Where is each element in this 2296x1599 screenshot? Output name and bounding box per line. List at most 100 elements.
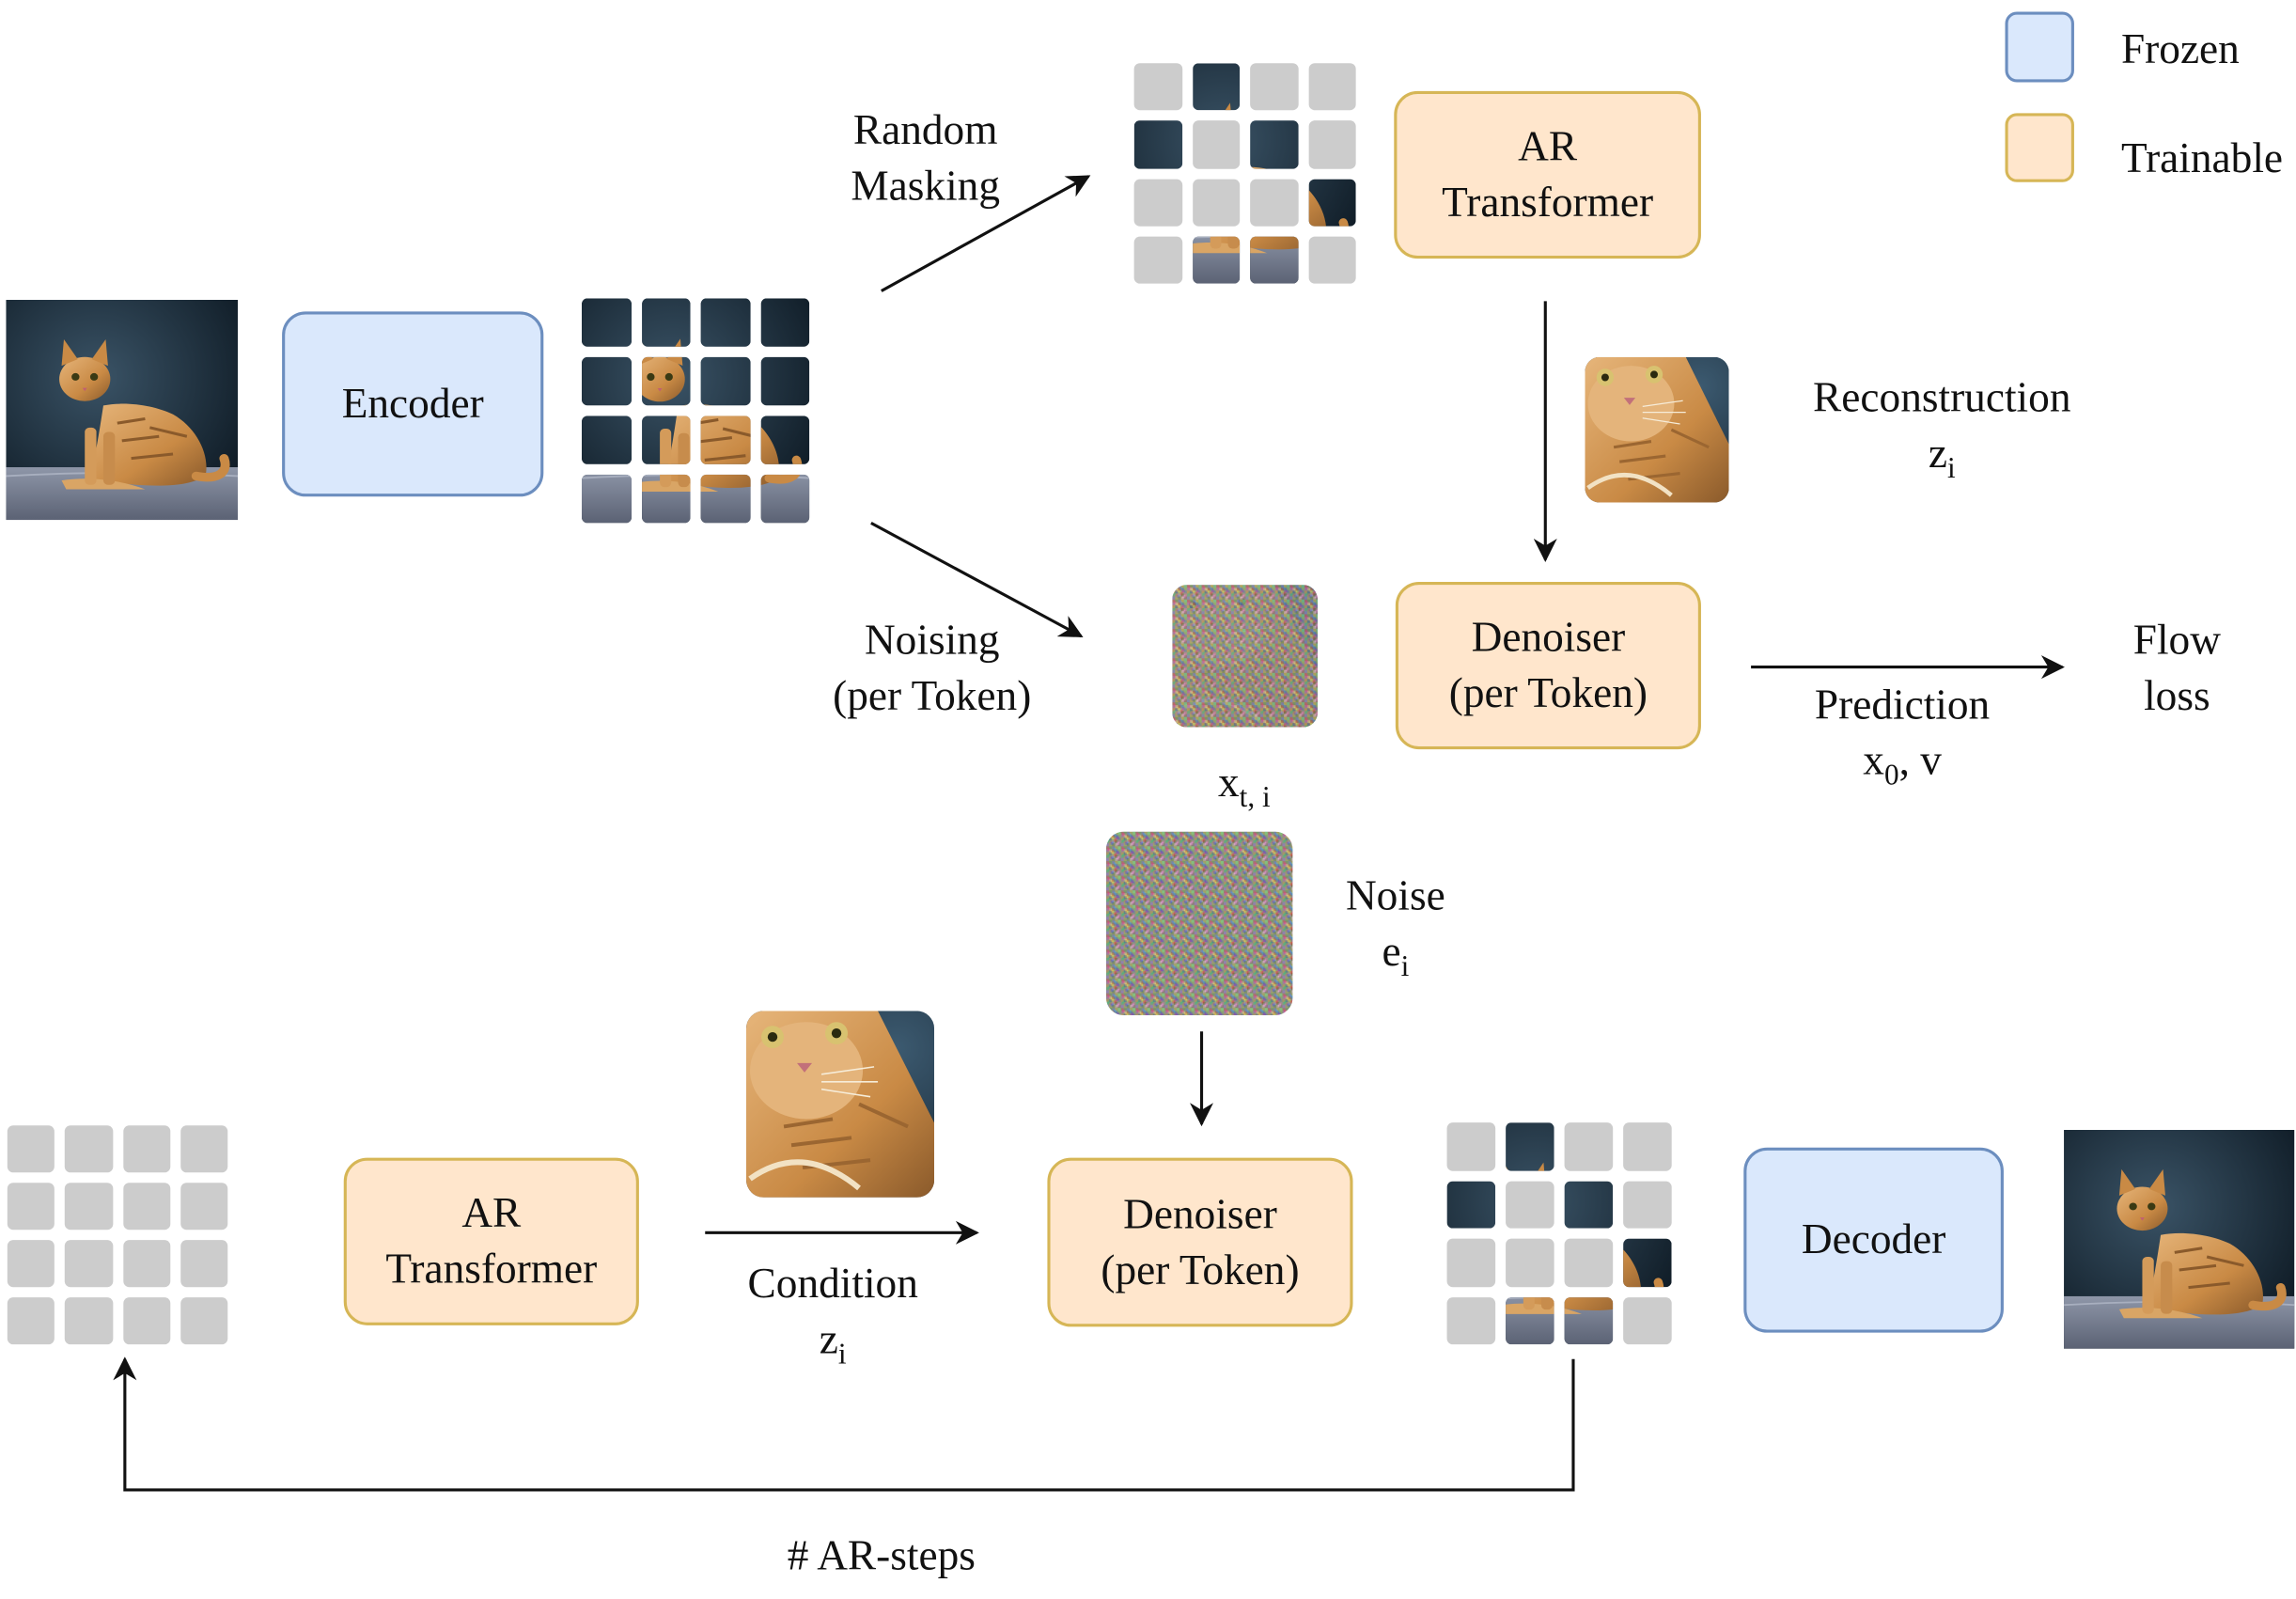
masked-token — [1564, 1122, 1614, 1170]
masked-token — [1192, 120, 1241, 168]
image-token — [641, 298, 690, 347]
ar-transformer-inference-label-line2: Transformer — [385, 1246, 598, 1293]
image-token — [760, 298, 809, 347]
ar-transformer-block-inference: AR Transformer — [343, 1157, 639, 1325]
masked-token — [1307, 63, 1356, 111]
image-token — [641, 357, 690, 406]
ar-transformer-label-line2: Transformer — [1442, 179, 1654, 227]
image-token — [1250, 121, 1298, 168]
masked-token — [1564, 1238, 1614, 1287]
masked-token — [122, 1183, 170, 1231]
image-token — [1308, 179, 1356, 226]
ar-transformer-block-training: AR Transformer — [1394, 90, 1701, 259]
masked-token — [180, 1183, 228, 1231]
ar-steps-loop-arrow — [113, 1356, 1575, 1492]
empty-token-grid — [7, 1125, 228, 1345]
masked-token — [65, 1183, 113, 1231]
masked-token — [1446, 1122, 1496, 1170]
denoiser-label-line2: (per Token) — [1448, 669, 1648, 717]
masked-token — [7, 1240, 55, 1288]
condition-label: Condition zi — [747, 1261, 918, 1372]
image-token — [582, 475, 631, 524]
masked-token — [1623, 1180, 1672, 1229]
encoded-token-grid — [582, 298, 809, 523]
condition-image — [746, 1011, 934, 1198]
encoder-label: Encoder — [341, 380, 484, 428]
masked-token — [7, 1125, 55, 1173]
masked-token — [1250, 63, 1298, 111]
image-token — [641, 475, 690, 524]
masked-token — [1506, 1238, 1554, 1287]
masked-token — [122, 1240, 170, 1288]
masked-token — [1192, 178, 1241, 227]
masked-token — [122, 1297, 170, 1345]
image-token — [582, 415, 631, 464]
masked-token — [1133, 178, 1182, 227]
output-cat-image — [2064, 1130, 2294, 1349]
prediction-label: Prediction x0, v — [1814, 682, 1991, 792]
masked-token-grid — [1133, 63, 1356, 284]
flow-loss-label: Flow loss — [2132, 617, 2221, 720]
masked-token — [122, 1125, 170, 1173]
legend-trainable-swatch — [2005, 113, 2074, 182]
decoder-label: Decoder — [1801, 1216, 1946, 1264]
masked-token — [1307, 236, 1356, 284]
image-token — [1565, 1296, 1614, 1344]
image-token — [1565, 1181, 1614, 1229]
legend-frozen-swatch — [2005, 11, 2074, 83]
image-token — [582, 357, 631, 406]
masked-token — [1623, 1296, 1672, 1345]
masked-token — [7, 1183, 55, 1231]
legend-trainable-label: Trainable — [2120, 134, 2284, 182]
random-masking-arrow — [881, 175, 1091, 292]
image-token — [701, 415, 750, 464]
ar-transformer-label-line1: AR — [1518, 123, 1578, 171]
input-cat-image — [6, 300, 238, 520]
masked-token — [1133, 63, 1182, 111]
reconstruction-image — [1585, 357, 1728, 503]
encoder-block: Encoder — [282, 311, 544, 497]
masked-token — [1623, 1122, 1672, 1170]
masked-token — [1506, 1180, 1554, 1229]
image-token — [1623, 1239, 1672, 1287]
image-token — [582, 298, 631, 347]
masked-token — [1250, 178, 1298, 227]
masked-token — [65, 1240, 113, 1288]
noisy-token-label: xt, i — [1218, 760, 1271, 814]
image-token — [1447, 1181, 1496, 1229]
ar-transformer-inference-label-line1: AR — [461, 1190, 522, 1238]
image-token — [1192, 63, 1240, 110]
denoiser-block-inference: Denoiser (per Token) — [1047, 1157, 1353, 1327]
masked-token — [65, 1297, 113, 1345]
image-token — [1506, 1296, 1554, 1344]
masked-token — [180, 1240, 228, 1288]
image-token — [701, 475, 750, 524]
masked-token — [7, 1297, 55, 1345]
ar-steps-label: # AR-steps — [787, 1532, 976, 1580]
masked-token — [65, 1125, 113, 1173]
output-token-grid — [1446, 1122, 1672, 1345]
image-token — [701, 298, 750, 347]
random-masking-label: Random Masking — [851, 107, 1001, 211]
denoiser-block-training: Denoiser (per Token) — [1395, 581, 1701, 750]
masked-token — [180, 1125, 228, 1173]
image-token — [641, 415, 690, 464]
image-token — [760, 475, 809, 524]
reconstruction-label: Reconstruction zi — [1813, 374, 2071, 485]
noising-arrow — [870, 522, 1084, 638]
image-token — [1134, 121, 1182, 168]
image-token — [760, 415, 809, 464]
masked-token — [1446, 1238, 1496, 1287]
masked-token — [1307, 120, 1356, 168]
noisy-token-image — [1172, 585, 1319, 728]
legend-frozen-label: Frozen — [2120, 26, 2240, 74]
image-token — [760, 357, 809, 406]
noising-label: Noising (per Token) — [833, 617, 1032, 720]
image-token — [1250, 236, 1298, 283]
noise-label: Noise ei — [1345, 872, 1445, 983]
denoiser-inference-label-line2: (per Token) — [1101, 1246, 1300, 1294]
masked-token — [180, 1297, 228, 1345]
image-token — [1192, 236, 1240, 283]
